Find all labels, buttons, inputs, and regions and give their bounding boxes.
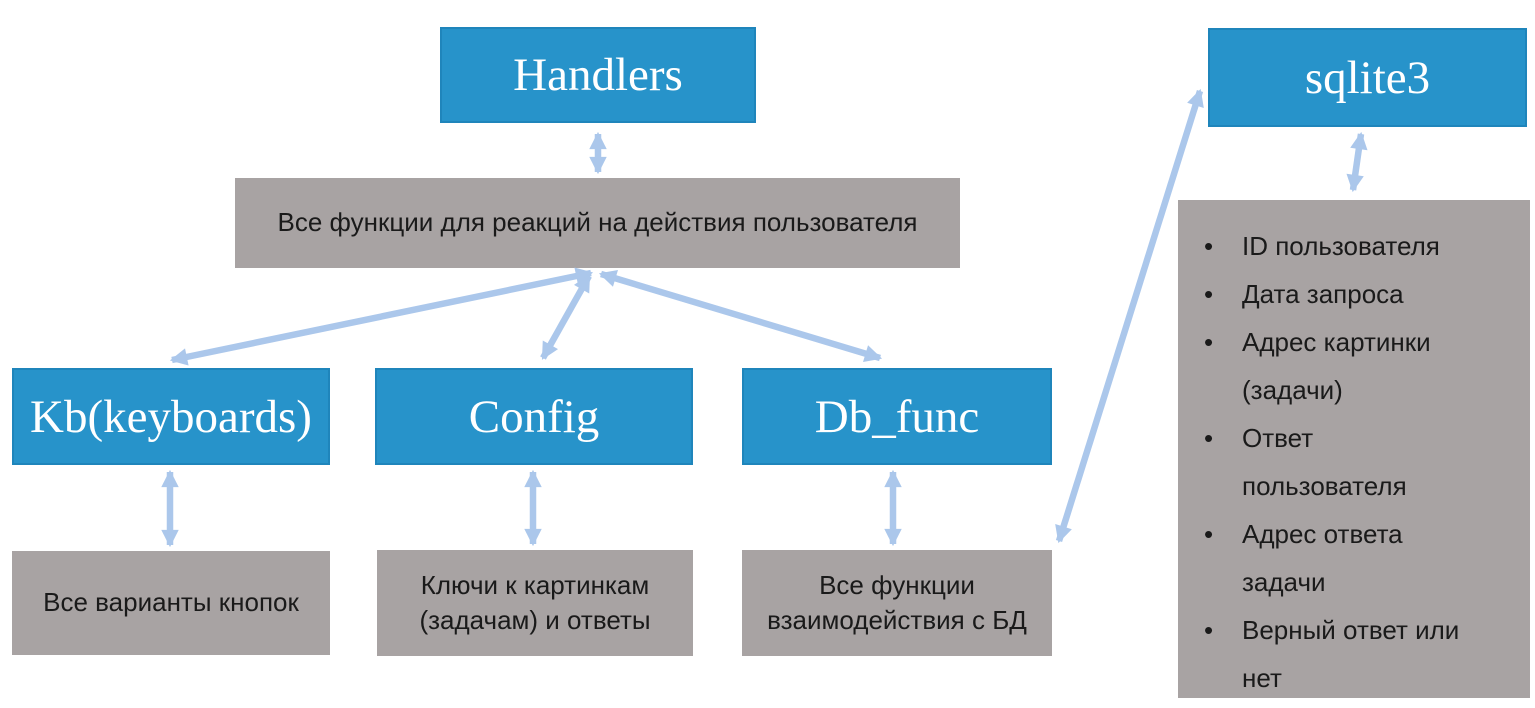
- node-sqlite3-label: sqlite3: [1304, 51, 1431, 104]
- arrow-desc-to-dbfunc: [598, 269, 883, 363]
- node-handlers-description-label: Все функции для реакций на действия поль…: [277, 207, 918, 238]
- list-item: ID пользователя: [1178, 222, 1474, 270]
- node-config-description: Ключи к картинкам (задачам) и ответы: [377, 550, 693, 656]
- node-db-func-description-label: Все функции взаимодействия с БД: [767, 569, 1027, 635]
- node-config-description-label: Ключи к картинкам (задачам) и ответы: [419, 569, 651, 635]
- node-config: Config: [375, 368, 693, 465]
- node-kb-description: Все варианты кнопок: [12, 551, 330, 655]
- node-kb-keyboards-label: Kb(keyboards): [30, 390, 312, 443]
- list-item: Ответ пользователя: [1178, 414, 1474, 510]
- list-item: Адрес картинки (задачи): [1178, 318, 1474, 414]
- arrow-desc-to-kb: [169, 267, 594, 366]
- node-config-label: Config: [468, 390, 600, 443]
- arrow-sqlite3-to-fields: [1346, 131, 1368, 193]
- node-db-func-description: Все функции взаимодействия с БД: [742, 550, 1052, 656]
- list-item: Дата запроса: [1178, 270, 1474, 318]
- node-handlers: Handlers: [440, 27, 756, 123]
- list-item: Адрес ответа задачи: [1178, 510, 1474, 606]
- node-db-func: Db_func: [742, 368, 1052, 465]
- list-item: Верный ответ или нет: [1178, 606, 1474, 702]
- node-handlers-label: Handlers: [513, 49, 683, 101]
- node-sqlite3: sqlite3: [1208, 28, 1527, 127]
- node-sqlite3-fields: ID пользователя Дата запроса Адрес карти…: [1178, 200, 1530, 698]
- arrow-desc-to-config: [540, 274, 592, 360]
- sqlite3-fields-list: ID пользователя Дата запроса Адрес карти…: [1178, 222, 1474, 702]
- node-handlers-description: Все функции для реакций на действия поль…: [235, 178, 960, 268]
- node-kb-keyboards: Kb(keyboards): [12, 368, 330, 465]
- node-db-func-label: Db_func: [814, 390, 980, 443]
- node-kb-description-label: Все варианты кнопок: [43, 587, 299, 618]
